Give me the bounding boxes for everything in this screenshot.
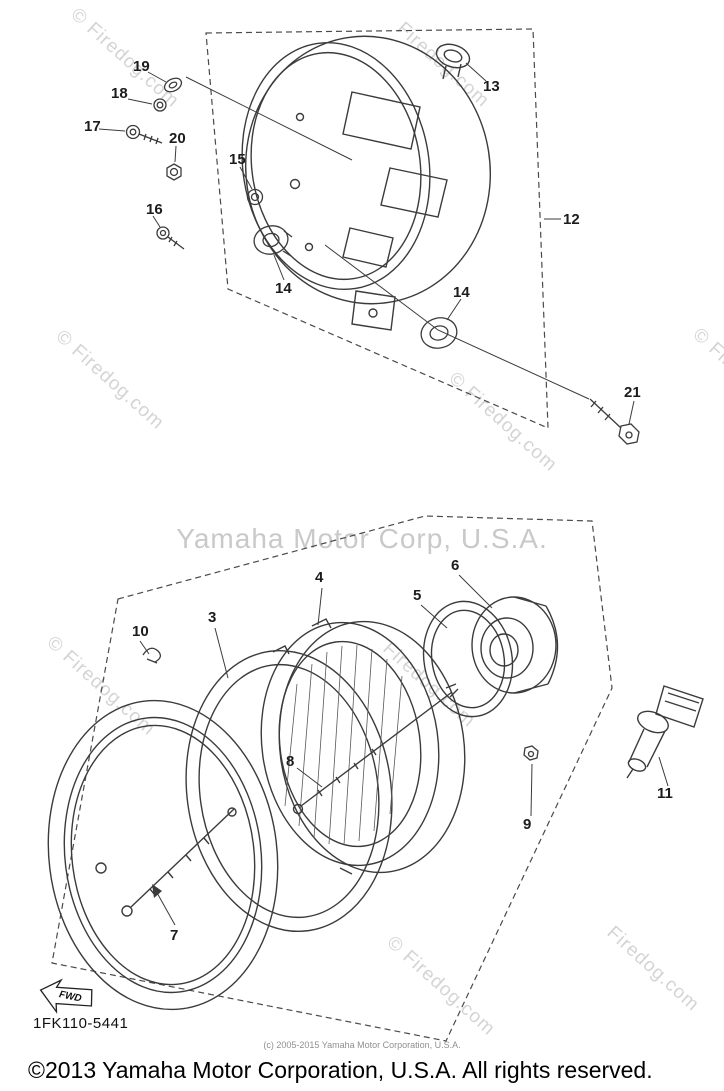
- bolt-21: [589, 398, 640, 445]
- part-callout-6: 6: [451, 557, 459, 574]
- rim-ring-7: [47, 699, 279, 1011]
- watermark-firedog: © Firedog.com: [52, 326, 169, 434]
- dashed-boundary-bottom: [51, 515, 613, 1042]
- part-callout-19: 19: [133, 58, 150, 75]
- fwd-arrow: FWD: [39, 978, 93, 1014]
- rim-clip-10: [142, 647, 162, 664]
- watermark-firedog: © Firedog.com: [43, 632, 160, 740]
- headlight-bulb-11: [626, 685, 704, 779]
- top-assembly-shell-group: 19 18 17 20 16 15 14 13 12 14 21: [84, 28, 641, 445]
- grommet-15: [246, 188, 264, 206]
- part-callout-17: 17: [84, 118, 101, 135]
- part-callout-11: 11: [657, 785, 673, 802]
- part-callout-14-upper: 14: [275, 280, 292, 297]
- retaining-ring-3: [185, 645, 393, 933]
- part-callout-7: 7: [170, 927, 178, 944]
- fwd-label: FWD: [58, 989, 83, 1004]
- lens-unit-4: [260, 618, 466, 875]
- part-callout-20: 20: [169, 130, 186, 147]
- gasket-ring-5: [422, 600, 514, 718]
- part-callout-10: 10: [132, 623, 149, 640]
- screw-16: [156, 226, 185, 250]
- part-callouts-bottom: 10 3 4 5 6 8 9 7 11: [132, 557, 673, 944]
- lens-fluting: [284, 644, 403, 846]
- screw-17: [125, 124, 163, 145]
- footer-copyright-small: (c) 2005-2015 Yamaha Motor Corporation, …: [263, 1040, 460, 1050]
- part-callout-8: 8: [286, 753, 294, 770]
- nut-20: [166, 163, 182, 181]
- part-callout-13: 13: [483, 78, 500, 95]
- part-callout-3: 3: [208, 609, 216, 626]
- part-callout-5: 5: [413, 587, 421, 604]
- watermark-firedog: © Firedog.com: [383, 932, 500, 1040]
- top-leader-lines: [98, 62, 635, 425]
- part-code: 1FK110-5441: [33, 1015, 128, 1032]
- bushing-14-upper: [253, 225, 293, 257]
- part-callouts-top: 19 18 17 20 16 15 14 13 12 14 21: [84, 58, 641, 401]
- bushing-14-lower: [420, 317, 458, 349]
- footer: 1FK110-5441 (c) 2005-2015 Yamaha Motor C…: [28, 1015, 653, 1083]
- part-callout-12: 12: [563, 211, 580, 228]
- shell-mounting-hardware: [125, 77, 640, 445]
- part-callout-16: 16: [146, 201, 163, 218]
- watermark-yamaha: Yamaha Motor Corp, U.S.A.: [176, 523, 548, 554]
- shell-top-cap: [435, 43, 471, 69]
- watermark-firedog: Firedog.com: [393, 18, 494, 112]
- watermark-firedog: © Firedog.com: [689, 324, 724, 432]
- nut-18: [153, 98, 167, 112]
- bottom-leader-lines: [139, 574, 669, 926]
- bulb-holder-6: [471, 596, 559, 694]
- watermark-firedog: Firedog.com: [379, 638, 480, 732]
- watermark-layer: © Firedog.com Firedog.com © Firedog.com …: [43, 4, 724, 1040]
- rim-screw-7: [121, 808, 235, 917]
- watermark-firedog: Firedog.com: [603, 922, 704, 1016]
- part-callout-15: 15: [229, 151, 246, 168]
- part-callout-18: 18: [111, 85, 128, 102]
- part-callout-9: 9: [523, 816, 531, 833]
- part-callout-14-lower: 14: [453, 284, 470, 301]
- watermark-firedog: © Firedog.com: [445, 368, 562, 476]
- spring-nut-9: [523, 745, 539, 761]
- part-callout-4: 4: [315, 569, 324, 586]
- adjusting-screw-8: [292, 683, 459, 815]
- part-callout-21: 21: [624, 384, 641, 401]
- headlight-shell-drawing: [241, 35, 492, 331]
- footer-copyright-large: ©2013 Yamaha Motor Corporation, U.S.A. A…: [28, 1057, 653, 1083]
- washer-19: [163, 77, 183, 93]
- leader-arrowhead-7: [152, 884, 162, 898]
- dashed-boundary-top: [205, 28, 549, 429]
- bottom-assembly-lens-group: 10 3 4 5 6 8 9 7 11: [47, 515, 704, 1042]
